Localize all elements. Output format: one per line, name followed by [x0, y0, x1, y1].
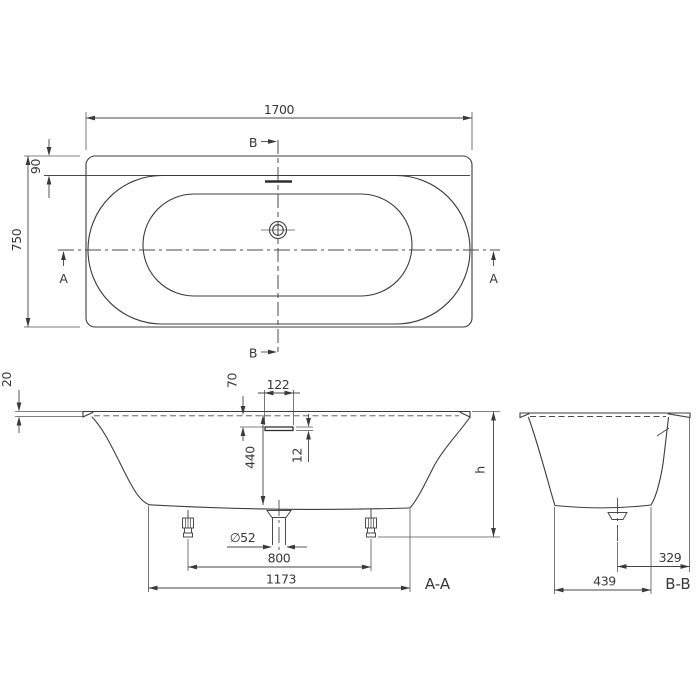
- drawing-line: [284, 390, 294, 396]
- aa-foot-left: [182, 510, 194, 538]
- section-b-label-bottom: B: [249, 346, 257, 361]
- aa-rim-tip-left: [82, 410, 94, 418]
- drawing-line: [16, 416, 22, 426]
- drawing-line: [148, 585, 158, 591]
- section-a-label-right: A: [489, 271, 498, 286]
- aa-left-wall: [91, 416, 150, 506]
- section-aa-title: A-A: [425, 575, 451, 593]
- dim-length-1700: 1700: [85, 102, 473, 150]
- drawing-line: [260, 415, 266, 424]
- drawing-line: [61, 251, 66, 260]
- dim-overflow-drop-70: 70: [225, 373, 264, 441]
- aa-right-wall: [409, 416, 471, 509]
- dim-overflow-slot-label: 12: [290, 448, 305, 463]
- drawing-line: [491, 251, 496, 260]
- drawing-line: [240, 427, 246, 436]
- bb-drain-icon: [607, 498, 628, 542]
- drawing-line: [46, 175, 52, 185]
- bb-rim-deck-right: [667, 412, 691, 419]
- section-aa-view: 20 70 122 440: [0, 372, 500, 593]
- aa-foot-right: [365, 509, 377, 538]
- drawing-line: [268, 139, 277, 144]
- tub-plan-outer-outline: [85, 155, 473, 328]
- aa-drain-icon: [266, 500, 292, 550]
- drawing-line: [260, 496, 266, 505]
- dim-width-label: 750: [9, 228, 24, 251]
- dim-base-width-439: 439: [554, 507, 652, 594]
- drawing-line: [264, 390, 274, 396]
- dim-depth-label: 440: [243, 446, 258, 469]
- dim-width-750: 750: [9, 155, 80, 328]
- drawing-line: [240, 406, 246, 415]
- drawing-line: [183, 532, 193, 538]
- drawing-line: [491, 528, 496, 537]
- dim-rim-thickness-label: 20: [0, 372, 14, 388]
- section-bb-title: B-B: [665, 575, 690, 593]
- section-a-marker-left: A: [59, 251, 69, 286]
- dim-drain-diameter-52: ∅52: [227, 530, 307, 550]
- drawing-line: [25, 318, 31, 327]
- bb-wall-tick: [656, 427, 670, 437]
- drawing-line: [554, 587, 564, 593]
- drawing-line: [268, 349, 277, 355]
- drawing-line: [367, 527, 375, 534]
- dim-overflow-width-122: 122: [258, 377, 300, 425]
- drawing-line: [463, 115, 472, 121]
- section-a-marker-right: A: [489, 251, 499, 286]
- drawing-line: [286, 544, 295, 550]
- drawing-line: [263, 544, 272, 550]
- drawing-line: [362, 564, 371, 570]
- drawing-line: [86, 115, 95, 121]
- drawing-line: [607, 512, 628, 520]
- dim-length-label: 1700: [264, 102, 295, 117]
- drawing-line: [306, 430, 311, 440]
- dim-base-length-1173: 1173: [148, 506, 411, 592]
- bb-rim-tip-left: [519, 412, 530, 419]
- dim-height-h: h: [378, 411, 500, 538]
- dim-feet-spacing-label: 800: [268, 551, 291, 566]
- dim-base-length-label: 1173: [266, 572, 296, 587]
- section-b-marker-top: B: [249, 135, 277, 150]
- drawing-line: [491, 411, 496, 421]
- drawing-line: [46, 147, 52, 156]
- bb-left-wall: [527, 416, 556, 507]
- dim-depth-440: 440: [243, 415, 266, 505]
- dim-overflow-drop-label: 70: [225, 373, 240, 389]
- drawing-line: [16, 402, 22, 412]
- dim-feet-spacing-800: 800: [187, 539, 372, 571]
- dim-drain-diameter-label: ∅52: [230, 530, 256, 545]
- top-view: 1700 750 90 B B: [9, 102, 500, 361]
- drawing-line: [25, 156, 31, 165]
- aa-basin-bottom: [148, 504, 411, 510]
- aa-overflow-slot: [264, 426, 294, 432]
- dim-height-label: h: [473, 466, 488, 474]
- dim-drain-offset-label: 329: [659, 550, 682, 565]
- drawing-line: [401, 585, 410, 591]
- dim-drain-offset-329: 329: [617, 418, 690, 572]
- section-b-label-top: B: [249, 135, 257, 150]
- drawing-line: [680, 564, 690, 569]
- dim-overflow-width-label: 122: [267, 377, 290, 392]
- drawing-line: [184, 527, 192, 534]
- dim-rim-label: 90: [28, 159, 43, 175]
- drawing-line: [642, 587, 651, 593]
- dim-base-width-label: 439: [593, 574, 616, 589]
- section-b-marker-bottom: B: [249, 346, 277, 361]
- dim-rim-90: 90: [28, 139, 52, 198]
- section-bb-view: 329 439 B-B: [519, 412, 691, 594]
- dim-overflow-slot-12: 12: [290, 414, 313, 463]
- drain-icon: [261, 220, 295, 240]
- drawing-line: [366, 532, 376, 538]
- drawing-line: [188, 564, 197, 570]
- bb-basin-bottom: [554, 504, 652, 509]
- dim-rim-thickness-20: 20: [0, 372, 83, 433]
- drawing-line: [617, 564, 627, 569]
- aa-rim-tip-right: [459, 410, 471, 418]
- drawing-line: [306, 418, 311, 427]
- section-a-label-left: A: [59, 271, 68, 286]
